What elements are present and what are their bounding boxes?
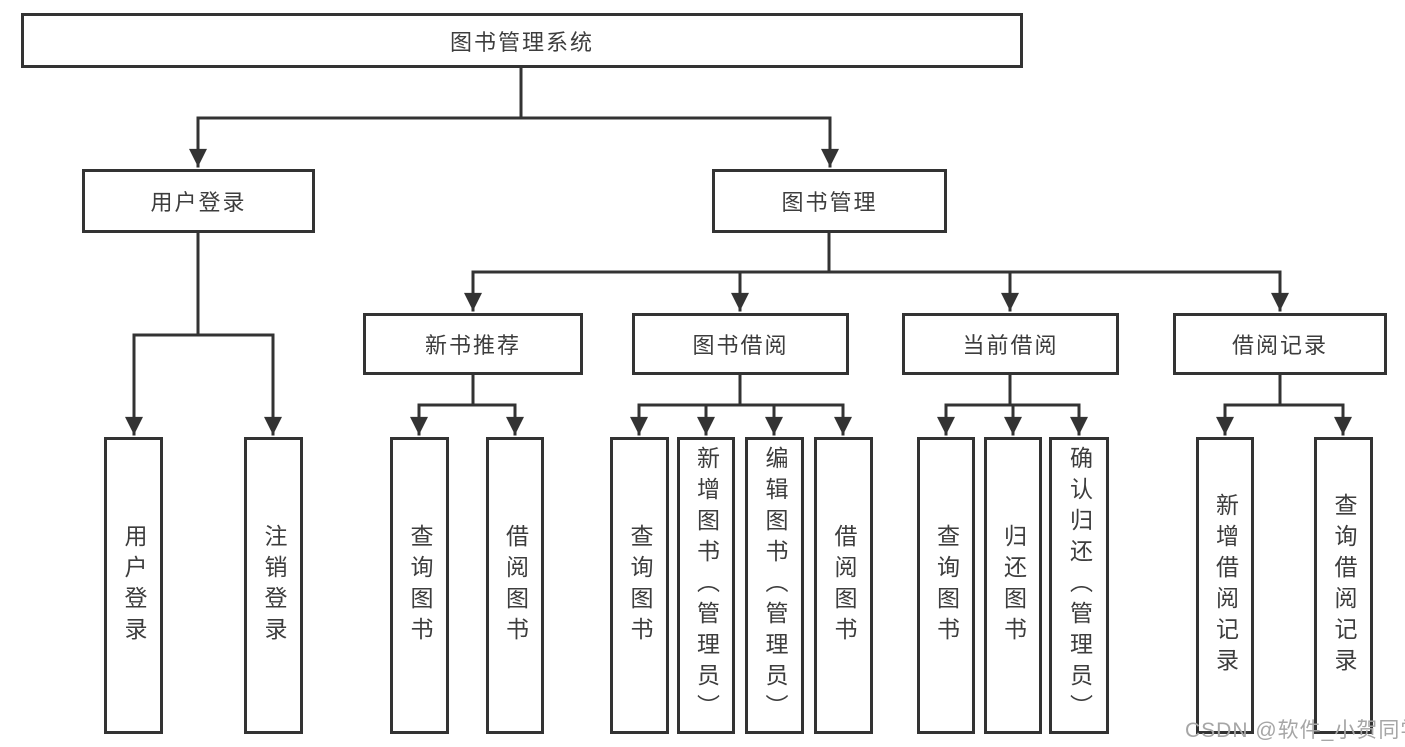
- leaf-add-books-admin: 新增图书（管理员）: [677, 437, 735, 734]
- leaf-user-login: 用户登录: [104, 437, 163, 734]
- leaf-query-books-current: 查询图书: [917, 437, 975, 734]
- leaf-add-borrow-record: 新增借阅记录: [1196, 437, 1254, 734]
- watermark: CSDN @软件_小贺同学: [1185, 719, 1405, 742]
- leaf-edit-books-admin: 编辑图书（管理员）: [745, 437, 804, 734]
- leaf-confirm-return-admin: 确认归还（管理员）: [1049, 437, 1109, 734]
- node-book-borrow: 图书借阅: [632, 313, 849, 375]
- leaf-query-books-borrow: 查询图书: [610, 437, 669, 734]
- node-new-book-recommend: 新书推荐: [363, 313, 583, 375]
- node-current-borrow: 当前借阅: [902, 313, 1119, 375]
- leaf-borrow-books-recommend: 借阅图书: [486, 437, 544, 734]
- node-book-management: 图书管理: [712, 169, 947, 233]
- leaf-query-books-recommend: 查询图书: [390, 437, 449, 734]
- node-user-login: 用户登录: [82, 169, 315, 233]
- leaf-return-books: 归还图书: [984, 437, 1042, 734]
- leaf-logout: 注销登录: [244, 437, 303, 734]
- node-borrow-records: 借阅记录: [1173, 313, 1387, 375]
- leaf-query-borrow-record: 查询借阅记录: [1314, 437, 1373, 734]
- node-library-management-system: 图书管理系统: [21, 13, 1023, 68]
- leaf-borrow-books: 借阅图书: [814, 437, 873, 734]
